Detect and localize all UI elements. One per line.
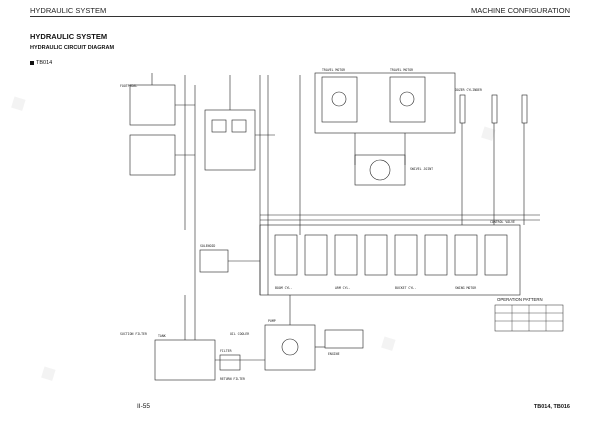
label-footpedal: FOOTPEDAL xyxy=(120,84,137,88)
label-solenoid: SOLENOID xyxy=(200,244,215,248)
travel-motor-block xyxy=(314,72,456,134)
label-swing-motor: SWING MOTOR xyxy=(455,286,476,290)
label-bucket-cylinder: BUCKET CYL. xyxy=(395,286,416,290)
model-label: TB014 xyxy=(30,60,52,66)
watermark: ◆ xyxy=(5,89,30,117)
travel-motor-left-box xyxy=(321,76,358,123)
swivel-joint-box xyxy=(354,154,406,186)
label-control-valve: CONTROL VALVE xyxy=(490,220,515,224)
travel-motor-right-box xyxy=(389,76,426,123)
label-pump: PUMP xyxy=(268,319,276,323)
hydraulic-circuit-svg: OPERATION PATTERN FOOTPEDAL DOZER CYLIND… xyxy=(120,68,564,381)
label-swivel-joint: SWIVEL JOINT xyxy=(410,167,433,171)
model-label-text: TB014 xyxy=(36,60,53,66)
header-chapter-title: MACHINE CONFIGURATION xyxy=(470,6,570,15)
bullet-square-icon xyxy=(30,60,34,65)
cylinder-2 xyxy=(491,94,498,124)
label-engine: ENGINE xyxy=(328,352,340,356)
label-travel-motor-right: TRAVEL MOTOR xyxy=(390,68,413,72)
page-number: II-55 xyxy=(137,403,151,410)
label-arm-cylinder: ARM CYL. xyxy=(335,286,350,290)
solenoid-box xyxy=(199,249,229,273)
control-valve-box xyxy=(259,224,521,296)
watermark: ◆ xyxy=(35,359,60,387)
footpedal-valve-box xyxy=(129,84,176,126)
pilot-valve-box xyxy=(129,134,176,176)
label-filter: FILTER xyxy=(220,349,232,353)
cylinder-1 xyxy=(459,94,466,124)
header-rule xyxy=(30,16,570,17)
label-return-filter: RETURN FILTER xyxy=(220,377,245,381)
label-dozer-cylinder: DOZER CYLINDER xyxy=(455,88,482,92)
operation-pattern-table: OPERATION PATTERN xyxy=(494,297,564,332)
pilot-accumulator-box xyxy=(204,109,256,171)
label-travel-motor-left: TRAVEL MOTOR xyxy=(322,68,345,72)
tank-box xyxy=(154,339,216,381)
label-suction-filter: SUCTION FILTER xyxy=(120,332,147,336)
label-oil-cooler: OIL COOLER xyxy=(230,332,249,336)
hydraulic-circuit-diagram: OPERATION PATTERN FOOTPEDAL DOZER CYLIND… xyxy=(100,55,570,390)
filter-box xyxy=(219,354,241,371)
header-section-title: HYDRAULIC SYSTEM xyxy=(30,6,107,15)
label-boom-cylinder: BOOM CYL. xyxy=(275,286,292,290)
engine-box xyxy=(324,329,364,349)
section-title: HYDRAULIC SYSTEM xyxy=(30,32,108,41)
cylinder-3 xyxy=(521,94,528,124)
pump-box xyxy=(264,324,316,371)
label-tank: TANK xyxy=(158,334,166,338)
subsection-title: HYDRAULIC CIRCUIT DIAGRAM xyxy=(30,45,115,51)
footer-models: TB014, TB016 xyxy=(533,404,570,410)
operation-pattern-title: OPERATION PATTERN xyxy=(497,297,543,302)
